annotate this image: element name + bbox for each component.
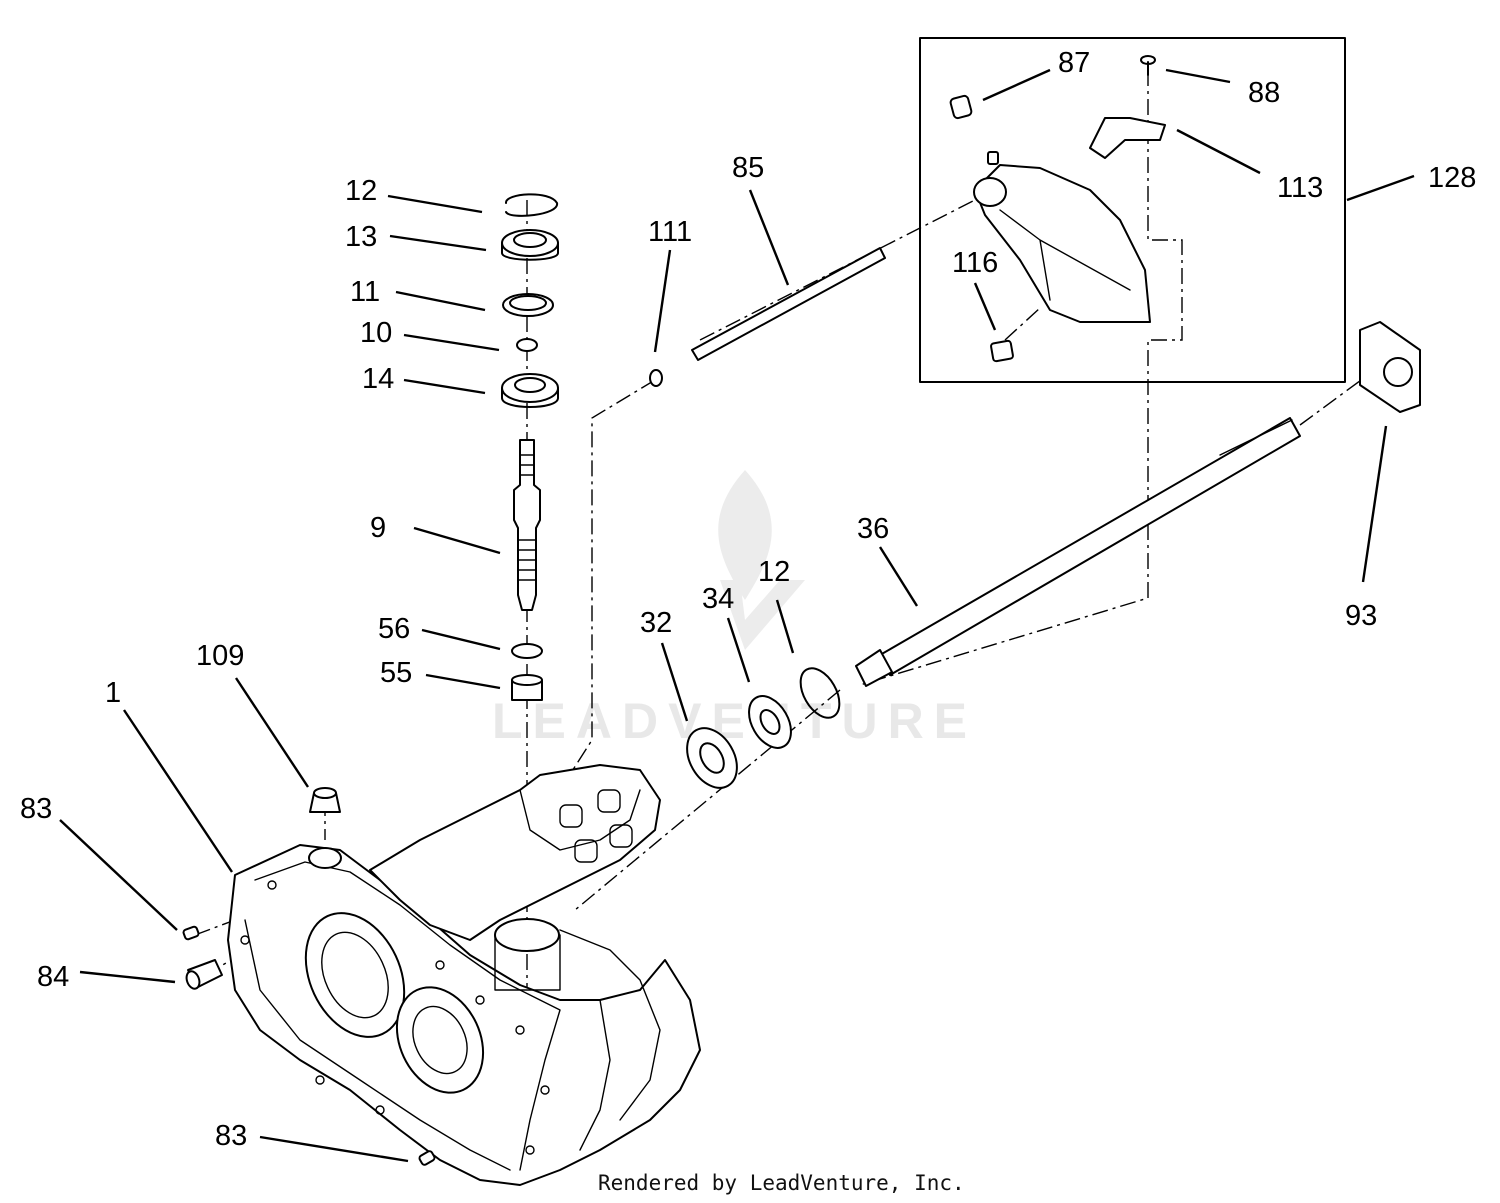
callout-9: 9 <box>370 512 386 544</box>
cap-87 <box>949 94 973 120</box>
callout-83-top: 83 <box>20 793 52 825</box>
inset-box-128 <box>919 37 1346 383</box>
callout-88: 88 <box>1248 77 1280 109</box>
callout-116: 116 <box>952 247 998 279</box>
fill-plug-109 <box>309 787 341 813</box>
callout-56: 56 <box>378 613 410 645</box>
callout-12-mid: 12 <box>758 556 790 588</box>
bracket-93 <box>1359 321 1421 413</box>
callout-93: 93 <box>1345 600 1377 632</box>
leader-lines <box>59 68 1415 1163</box>
cover-assembly <box>973 151 1151 323</box>
callout-13: 13 <box>345 221 377 253</box>
callout-85: 85 <box>732 152 764 184</box>
screw-88 <box>1140 55 1156 76</box>
shaft-36 <box>855 417 1301 687</box>
callout-111: 111 <box>648 216 692 248</box>
shaft-85 <box>691 247 886 361</box>
bearing-34 <box>748 695 792 749</box>
callout-109: 109 <box>196 640 244 672</box>
callout-labels: 12 13 11 10 14 9 56 55 109 1 83 84 83 11… <box>20 47 1476 1152</box>
watermark-text: LEADVENTURE <box>492 693 977 749</box>
callout-34: 34 <box>702 583 734 615</box>
watermark-flame-icon <box>718 470 805 650</box>
callout-36: 36 <box>857 513 889 545</box>
callout-10: 10 <box>360 317 392 349</box>
callout-87: 87 <box>1058 47 1090 79</box>
snap-ring-12-mid <box>799 667 841 719</box>
callout-113: 113 <box>1277 172 1323 204</box>
washer-111 <box>649 369 663 387</box>
shaft-stack <box>501 193 559 701</box>
bracket-113 <box>1089 117 1166 159</box>
plug-84 <box>185 959 223 990</box>
pin-83-bottom <box>418 1150 436 1166</box>
clip-116 <box>990 339 1014 363</box>
pin-83-top <box>182 925 200 941</box>
callout-12-top: 12 <box>345 175 377 207</box>
callout-84: 84 <box>37 961 69 993</box>
callout-11: 11 <box>350 276 380 308</box>
watermark: LEADVENTURE <box>492 470 977 749</box>
callout-128: 128 <box>1428 162 1476 194</box>
callout-83-bottom: 83 <box>215 1120 247 1152</box>
callout-32: 32 <box>640 607 672 639</box>
callout-55: 55 <box>380 657 412 689</box>
transaxle-housing <box>227 764 701 1186</box>
bearing-32 <box>686 727 738 789</box>
callout-14: 14 <box>362 363 394 395</box>
footer-credit: Rendered by LeadVenture, Inc. <box>598 1171 965 1195</box>
callout-1: 1 <box>105 677 121 709</box>
